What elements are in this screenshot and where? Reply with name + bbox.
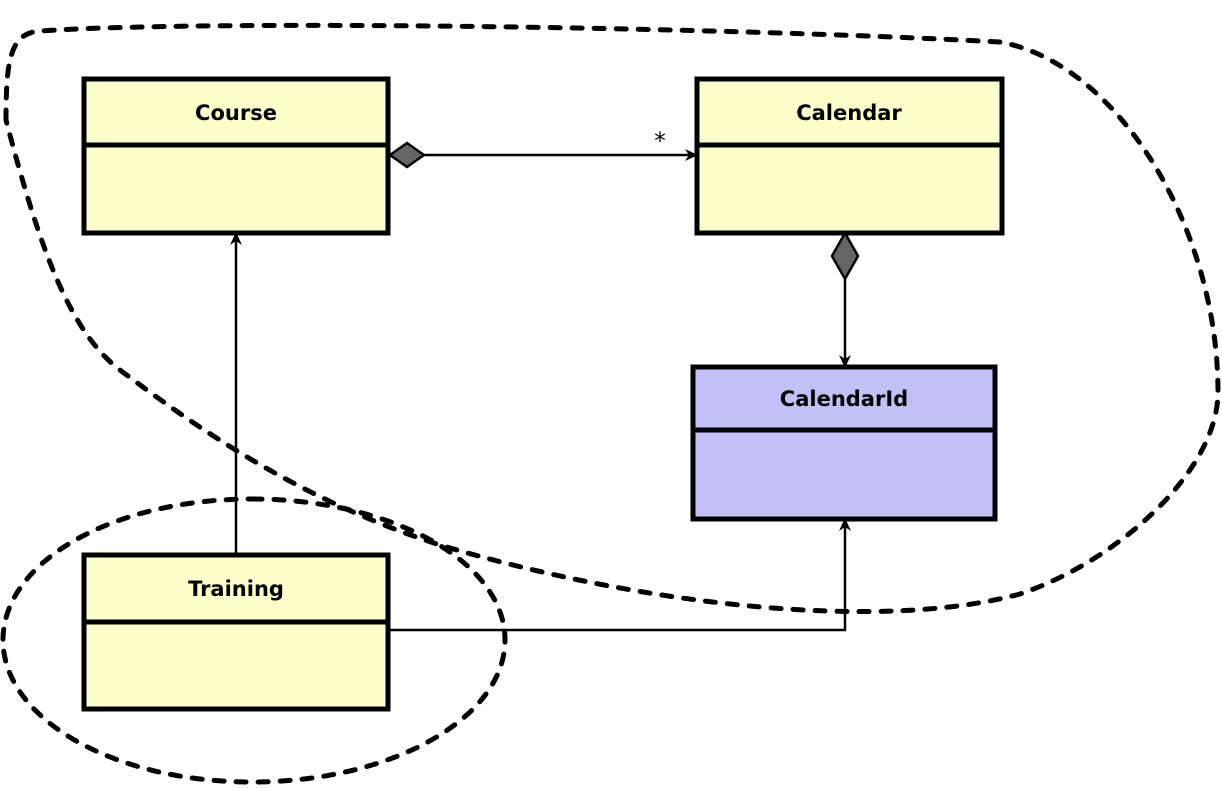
boundary-group [0,22,1221,785]
training-box-body [81,552,391,712]
calendar-box-body [694,76,1005,236]
training-calendarid-line [388,518,851,632]
relationship-group: * [230,129,860,632]
course-box-body [81,76,391,236]
calendar-class-name: Calendar [796,101,902,125]
class-box-group: Course Calendar CalendarId Training [81,76,1005,712]
relationship-calendar-calendarid[interactable] [830,230,860,368]
composition-diamond-icon [830,230,860,282]
multiplicity-label: * [654,129,666,155]
aggregation-diamond-icon [387,141,427,169]
class-box-course[interactable]: Course [81,76,391,236]
course-class-name: Course [195,101,277,125]
outer-region-boundary [3,22,1221,615]
class-box-calendarid[interactable]: CalendarId [690,364,998,522]
class-box-training[interactable]: Training [81,552,391,712]
calendarid-box-body [690,364,998,522]
relationship-training-calendarid[interactable] [388,518,851,632]
calendarid-class-name: CalendarId [780,387,908,411]
relationship-course-calendar[interactable]: * [387,129,698,169]
training-region-boundary [0,496,508,785]
training-class-name: Training [188,577,284,601]
class-box-calendar[interactable]: Calendar [694,76,1005,236]
